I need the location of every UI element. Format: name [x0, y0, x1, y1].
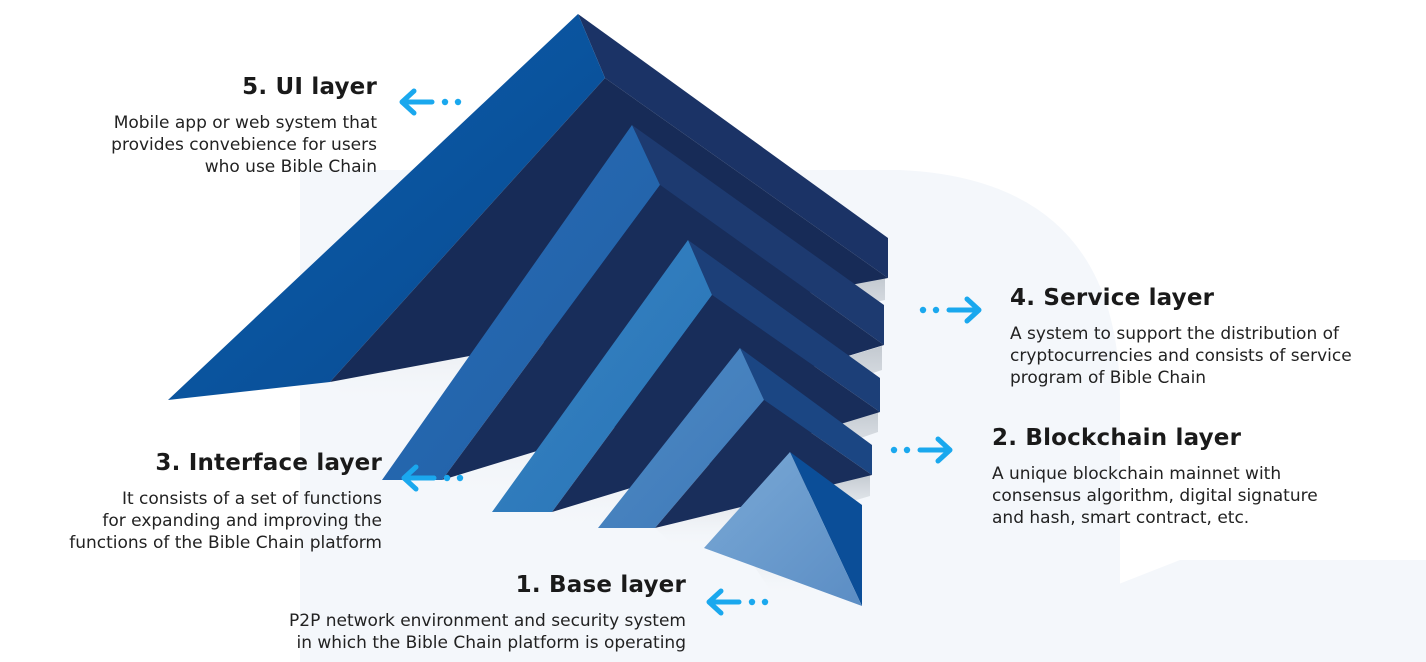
interface-layer-title: 3. Interface layer — [155, 450, 382, 476]
ui-layer-label: 5. UI layer Mobile app or web system tha… — [111, 74, 377, 178]
service-layer-label: 4. Service layer A system to support the… — [1010, 285, 1352, 389]
arrow-right-icon — [890, 436, 953, 464]
service-layer-description: A system to support the distribution of … — [1010, 324, 1352, 388]
ui-layer-title: 5. UI layer — [242, 74, 377, 100]
blockchain-layer-description: A unique blockchain mainnet with consens… — [992, 464, 1318, 528]
layer-2-block — [598, 348, 872, 528]
base-layer-description: P2P network environment and security sys… — [289, 611, 686, 653]
base-layer-label: 1. Base layer P2P network environment an… — [289, 572, 686, 654]
blockchain-layer-title: 2. Blockchain layer — [992, 425, 1242, 451]
arrow-left-icon — [399, 88, 462, 116]
interface-layer-description: It consists of a set of functions for ex… — [69, 489, 382, 553]
ui-layer-description: Mobile app or web system that provides c… — [111, 113, 377, 177]
interface-layer-label: 3. Interface layer It consists of a set … — [69, 450, 382, 554]
base-layer-title: 1. Base layer — [515, 572, 686, 598]
layer-1-block — [704, 452, 862, 606]
service-layer-title: 4. Service layer — [1010, 285, 1215, 311]
arrow-right-icon — [919, 296, 982, 324]
arrow-left-icon — [401, 464, 464, 492]
arrow-left-icon — [706, 588, 769, 616]
blockchain-layer-label: 2. Blockchain layer A unique blockchain … — [992, 425, 1318, 529]
